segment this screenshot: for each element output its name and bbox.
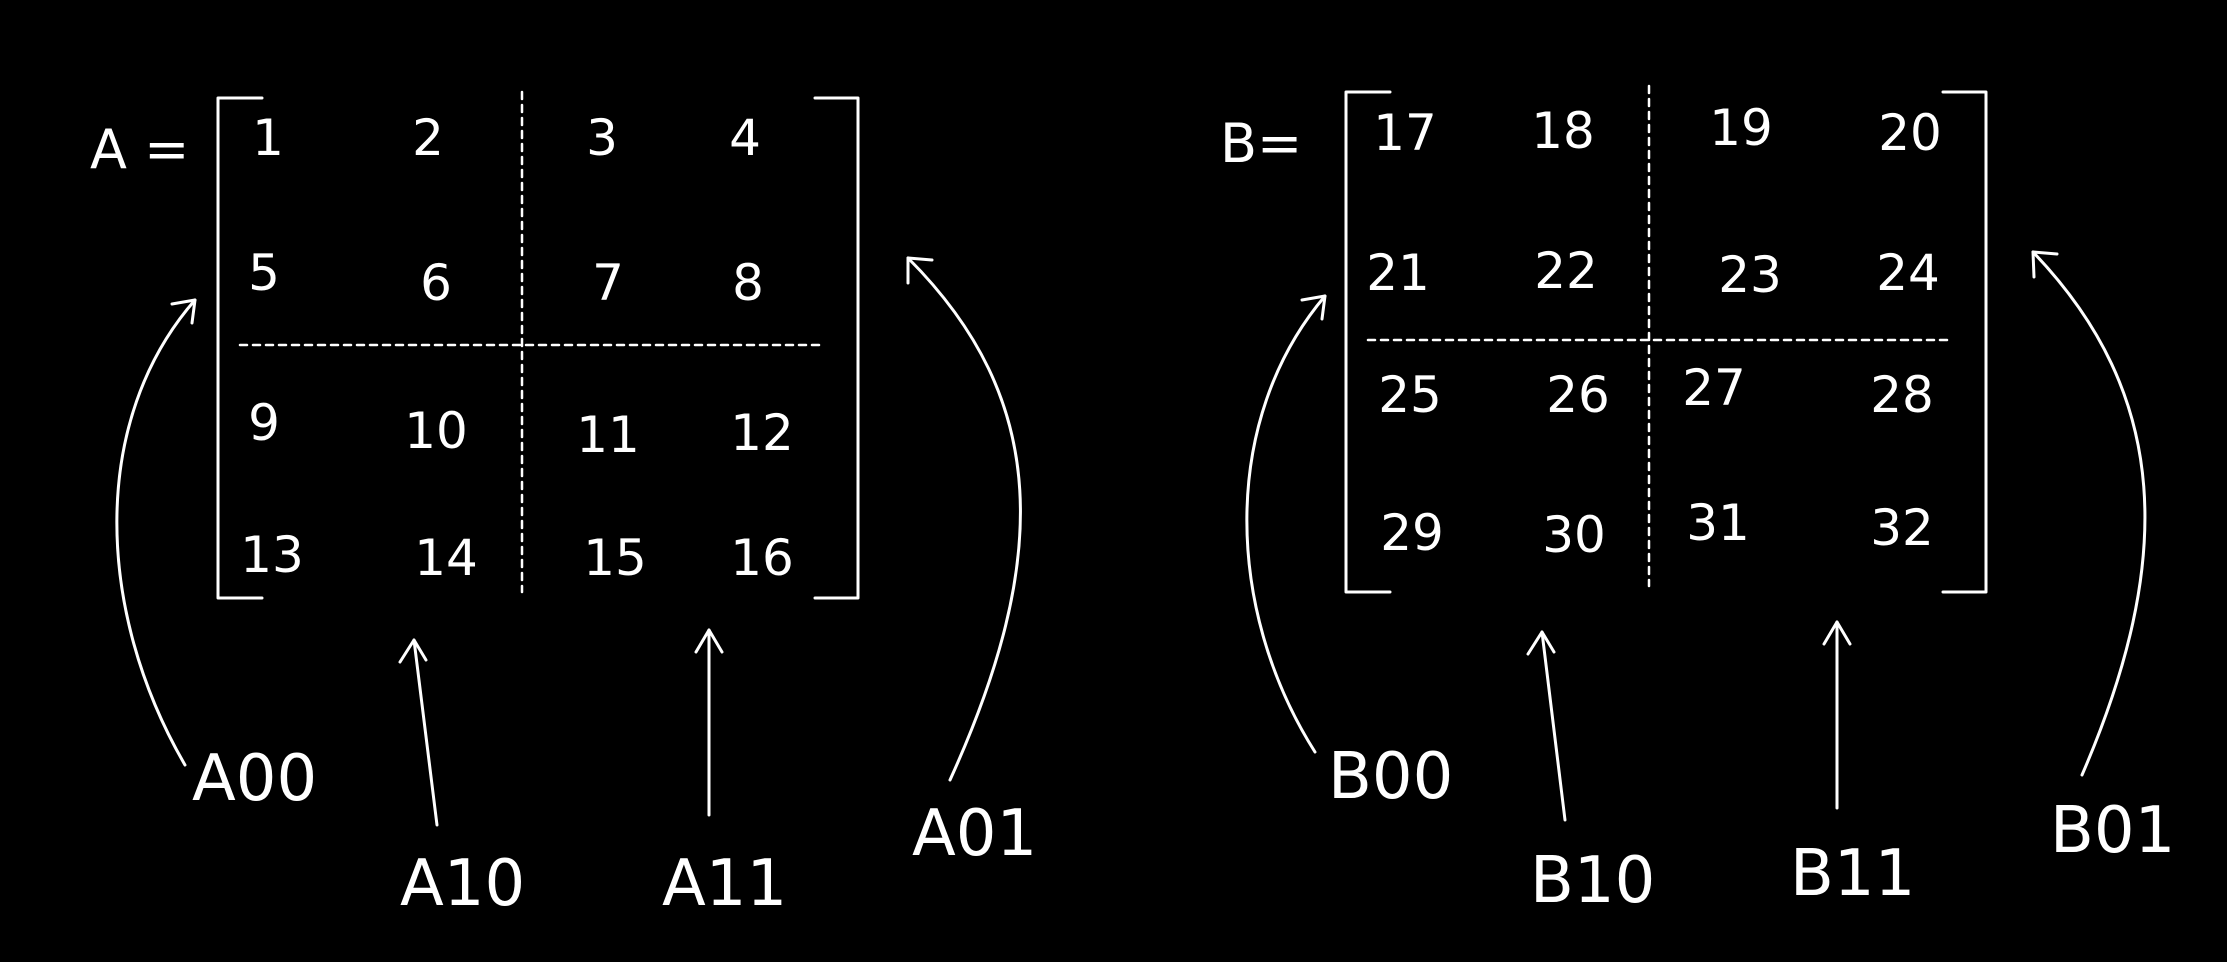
matrix-b-right-bracket — [1941, 90, 1988, 594]
matrix-cell: 3 — [586, 109, 618, 167]
matrix-cell: 19 — [1709, 99, 1773, 157]
matrix-cell: 28 — [1870, 366, 1934, 424]
matrix-cell: 5 — [248, 244, 280, 302]
matrix-cell: 32 — [1870, 499, 1934, 557]
label-a01: A01 — [912, 797, 1037, 871]
matrix-cell: 25 — [1378, 366, 1442, 424]
arrow-a10-head — [398, 638, 428, 664]
label-b11: B11 — [1790, 837, 1915, 911]
matrix-cell: 26 — [1546, 366, 1610, 424]
matrix-cell: 18 — [1531, 102, 1595, 160]
matrix-cell: 9 — [248, 394, 280, 452]
matrix-cell: 16 — [730, 529, 794, 587]
label-a10: A10 — [400, 847, 525, 921]
matrix-a: A = 1 2 3 4 5 6 7 8 9 10 11 12 13 14 15 … — [90, 90, 1037, 921]
matrix-cell: 29 — [1380, 504, 1444, 562]
arrow-b00-head — [1300, 294, 1327, 321]
matrix-a-right-bracket — [813, 96, 860, 600]
matrix-a-arrows — [115, 256, 1022, 827]
matrix-cell: 21 — [1366, 244, 1430, 302]
matrix-cell: 14 — [414, 529, 478, 587]
matrix-cell: 12 — [730, 404, 794, 462]
label-b01: B01 — [2050, 794, 2175, 868]
matrix-cell: 8 — [732, 254, 764, 312]
arrow-a10 — [412, 638, 439, 827]
matrix-cell: 17 — [1373, 104, 1437, 162]
matrix-cell: 31 — [1686, 494, 1750, 552]
matrix-cell: 15 — [583, 529, 647, 587]
label-b10: B10 — [1530, 844, 1655, 918]
label-a11: A11 — [662, 847, 787, 921]
matrix-a-cells: 1 2 3 4 5 6 7 8 9 10 11 12 13 14 15 16 — [240, 109, 794, 587]
matrix-cell: 30 — [1542, 506, 1606, 564]
matrix-b-equals-label: B= — [1220, 112, 1302, 175]
matrix-cell: 23 — [1718, 246, 1782, 304]
matrix-b-cells: 17 18 19 20 21 22 23 24 25 26 27 28 29 3… — [1366, 99, 1942, 564]
arrow-b10 — [1540, 630, 1567, 822]
arrow-a11-head — [694, 628, 724, 654]
matrix-cell: 10 — [404, 402, 468, 460]
matrix-cell: 6 — [420, 254, 452, 312]
matrix-a-left-bracket — [216, 96, 264, 600]
matrix-b: B= 17 18 19 20 21 22 23 24 25 26 27 28 2… — [1220, 84, 2175, 918]
arrow-a00 — [115, 298, 197, 767]
matrix-cell: 20 — [1878, 104, 1942, 162]
matrix-cell: 2 — [412, 109, 444, 167]
arrow-b01-head — [2031, 250, 2059, 279]
matrix-cell: 13 — [240, 526, 304, 584]
matrix-a-equals-label: A = — [90, 118, 189, 181]
matrix-b-left-bracket — [1344, 90, 1392, 594]
arrow-b00 — [1245, 294, 1327, 754]
matrix-cell: 11 — [576, 406, 640, 464]
arrow-a01 — [906, 256, 1022, 782]
matrix-cell: 1 — [252, 109, 284, 167]
matrix-cell: 7 — [592, 254, 624, 312]
matrix-b-arrows — [1245, 250, 2147, 822]
matrix-cell: 4 — [729, 109, 761, 167]
matrix-cell: 22 — [1534, 242, 1598, 300]
matrix-cell: 24 — [1876, 244, 1940, 302]
arrow-b01 — [2031, 250, 2147, 777]
arrow-a00-head — [170, 298, 197, 325]
arrow-a01-head — [906, 256, 934, 285]
matrix-cell: 27 — [1682, 359, 1746, 417]
arrow-b10-head — [1526, 630, 1556, 656]
arrow-b11-head — [1822, 620, 1852, 646]
label-b00: B00 — [1328, 740, 1453, 814]
label-a00: A00 — [192, 742, 317, 816]
